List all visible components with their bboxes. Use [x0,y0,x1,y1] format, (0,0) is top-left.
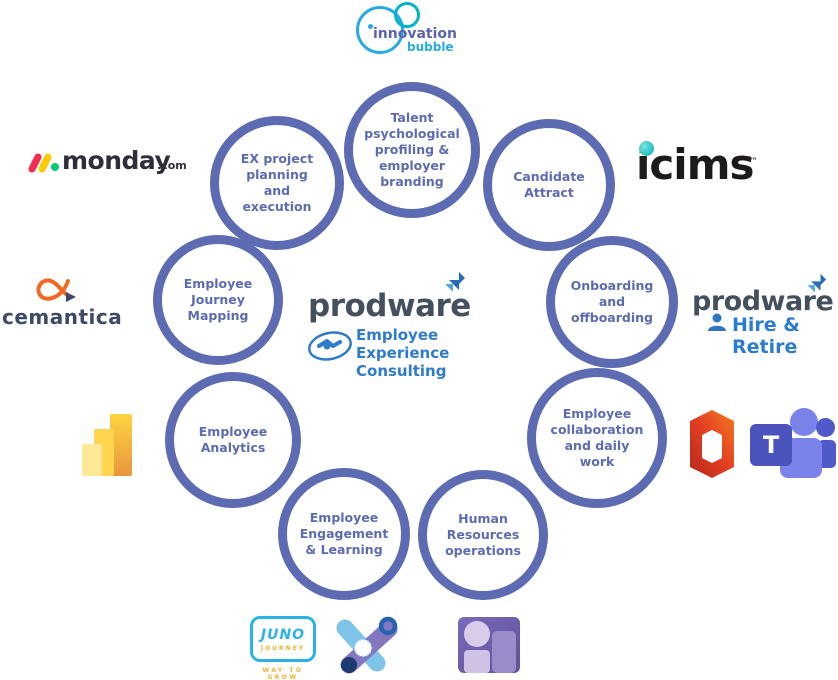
juno-journey-logo: JUNO JOURNEY WAY TO GROW [248,614,320,680]
circle-label: Candidate Attract [513,169,585,200]
crossed-capsules-logo [333,615,403,677]
hire-retire-label: Hire & Retire [732,314,800,358]
monday-logo: monday .com [24,146,189,182]
ring-circle-collaboration: Employee collaboration and daily work [527,368,667,508]
ms-office-logo [686,408,738,480]
handshake-ellipse-icon [308,331,352,361]
juno-box: JUNO JOURNEY [250,616,316,662]
ring-circle-talent-profiling: Talent psychological profiling & employe… [344,82,480,218]
powerbi-bars-icon [82,414,132,476]
juno-journey-label: JOURNEY [260,644,306,652]
ring-circle-engagement-learning: Employee Engagement & Learning [278,468,410,600]
icims-logo: icims ™ [636,140,766,195]
teams-person-head-icon [790,408,818,436]
teams-small-body-icon [818,440,836,468]
teams-small-head-icon [816,418,835,437]
bubble-dot-icon [368,24,373,29]
prodware-arrow-icon [445,272,465,292]
innovation-bubble-logo: innovation bubble [340,2,465,60]
juno-tagline: WAY TO GROW [262,667,304,680]
bubble-large-circle-icon [356,6,404,54]
prodware-hire-retire-logo: prodware Hire & Retire [690,273,838,358]
circle-label: Employee collaboration and daily work [550,406,644,469]
prodware-arrow-icon [807,273,827,293]
cemantica-logo: cemantica [0,274,130,329]
icims-dot-sphere-icon [639,141,654,156]
bubble-text: bubble [407,40,454,54]
monday-bars-icon [28,153,59,173]
powerbi-logo [80,410,136,478]
icims-wordmark: icims [636,140,754,189]
bubble-small-circle-icon [394,2,420,28]
ring-circle-employee-analytics: Employee Analytics [165,372,301,508]
icims-trademark: ™ [749,157,758,167]
circle-label: Employee Journey Mapping [183,276,253,323]
cemantica-swirl-icon [36,278,76,302]
teams-t-tile: T [750,424,792,466]
prodware-wordmark: prodware [692,286,834,317]
cemantica-wordmark: cemantica [2,305,123,329]
juno-wordmark: JUNO [260,626,306,643]
circle-label: Onboarding and offboarding [570,278,654,325]
prodware-wordmark: prodware [308,288,471,324]
office-hexagon-icon [690,410,734,478]
person-icon [708,313,726,331]
monday-tld: .com [157,159,187,172]
monday-wordmark: monday [62,146,171,175]
person-panel-icon [458,617,520,673]
innovation-text: innovation [373,26,457,42]
ring-circle-onboarding: Onboarding and offboarding [546,236,678,368]
circle-label: Talent psychological profiling & employe… [364,110,460,189]
circle-label: Employee Engagement & Learning [299,510,389,557]
ring-circle-journey-mapping: Employee Journey Mapping [153,235,283,365]
ring-circle-ex-project: EX project planning and execution [210,116,344,250]
circle-label: Human Resources operations [445,511,521,558]
circle-label: EX project planning and execution [240,151,314,214]
circle-label: Employee Analytics [198,424,268,455]
ms-teams-logo: T [748,398,838,490]
ring-circle-candidate-attract: Candidate Attract [483,119,615,251]
purple-person-panel-logo [458,617,520,673]
consulting-label: Employee Experience Consulting [356,326,450,380]
center-brand-block: prodware Employee Experience Consulting [306,272,506,380]
crossed-capsules-icon [336,616,398,674]
teams-letter: T [762,431,780,459]
ring-circle-hr-operations: Human Resources operations [418,470,548,600]
